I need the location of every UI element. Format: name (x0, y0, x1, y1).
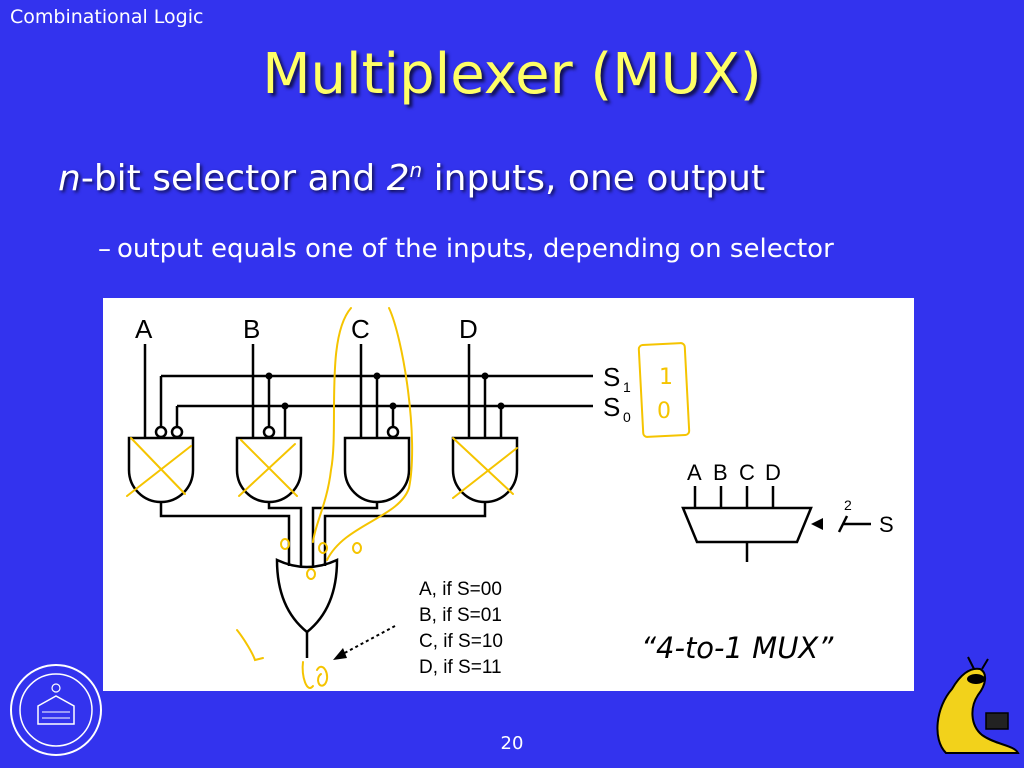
and-gate-2 (235, 436, 303, 504)
block-input-d: D (765, 460, 781, 485)
annotation-cross-g2 (238, 439, 298, 497)
select-sub-s1: 1 (623, 379, 631, 395)
output-arrow (338, 625, 396, 657)
junction-dot (373, 372, 381, 380)
bullet-two: 2 (386, 158, 410, 199)
annotation-zero (352, 542, 362, 554)
select-label-s0: S (603, 392, 620, 422)
junction-dot (265, 372, 273, 380)
block-input-a: A (687, 460, 702, 485)
junction-dot (389, 402, 397, 410)
annotation-tick (236, 629, 264, 662)
bullet-n: n (58, 158, 81, 199)
select-sub-s0: 0 (623, 409, 631, 425)
input-label-a: A (135, 314, 153, 344)
wire-g4-out (323, 502, 487, 566)
sub-bullet-text: output equals one of the inputs, dependi… (117, 234, 834, 264)
slide-number: 20 (500, 733, 524, 754)
block-select-label: S (879, 512, 894, 537)
annotation-select-box (637, 342, 691, 438)
block-select-width: 2 (844, 497, 852, 513)
wire-g3-out (311, 502, 379, 566)
select-label-s1: S (603, 362, 620, 392)
or-gate (275, 558, 339, 634)
sub-bullet: –output equals one of the inputs, depend… (98, 234, 834, 264)
annotation-output-mark (301, 661, 329, 689)
input-label-b: B (243, 314, 260, 344)
mux-diagram: A B C D S 1 S 0 (103, 298, 914, 691)
junction-dot (281, 402, 289, 410)
condition-b: B, if S=01 (419, 605, 502, 626)
annotation-c-loop (312, 307, 414, 561)
mux-caption: “4-to-1 MUX” (641, 631, 834, 665)
and-gate-1 (127, 436, 195, 504)
and-gate-4 (451, 436, 519, 504)
sub-bullet-dash: – (98, 234, 111, 264)
bullet-part1: -bit selector and (80, 158, 387, 199)
university-seal-icon (10, 664, 102, 756)
block-select-arrow (811, 518, 823, 530)
output-arrow-head (333, 648, 347, 660)
condition-d: D, if S=11 (419, 657, 502, 678)
input-label-c: C (351, 314, 370, 344)
and-gate-3 (343, 436, 411, 504)
bubble-g1-s1 (154, 425, 168, 439)
annotation-s1-value: 1 (659, 365, 673, 390)
wire-g2-out (267, 502, 303, 566)
slide-title: Multiplexer (MUX) (262, 42, 762, 107)
banana-slug-mascot-icon (936, 656, 1020, 754)
input-label-d: D (459, 314, 478, 344)
annotation-s0-value: 0 (657, 399, 671, 424)
bubble-g3-s0 (386, 425, 400, 439)
bullet-exponent: n (409, 158, 423, 182)
mux-diagram-svg: A B C D S 1 S 0 (126, 307, 894, 689)
bubble-g2-s1 (262, 425, 276, 439)
annotation-zero (318, 542, 328, 554)
bullet-part2: inputs, one output (422, 158, 766, 199)
bubble-g1-s0 (170, 425, 184, 439)
junction-dot (481, 372, 489, 380)
block-select-slash (837, 515, 849, 533)
annotation-cross-g1 (126, 437, 192, 497)
annotation-zero (306, 568, 316, 580)
annotation-cross-g4 (452, 437, 518, 499)
condition-c: C, if S=10 (419, 631, 503, 652)
mux-block-symbol (681, 506, 813, 544)
block-input-c: C (739, 460, 755, 485)
wire-g1-out (159, 502, 291, 566)
junction-dot (497, 402, 505, 410)
condition-a: A, if S=00 (419, 579, 502, 600)
annotation-zero (280, 538, 290, 550)
main-bullet: n-bit selector and 2n inputs, one output (58, 158, 765, 199)
block-input-b: B (713, 460, 728, 485)
topic-label: Combinational Logic (10, 6, 204, 28)
